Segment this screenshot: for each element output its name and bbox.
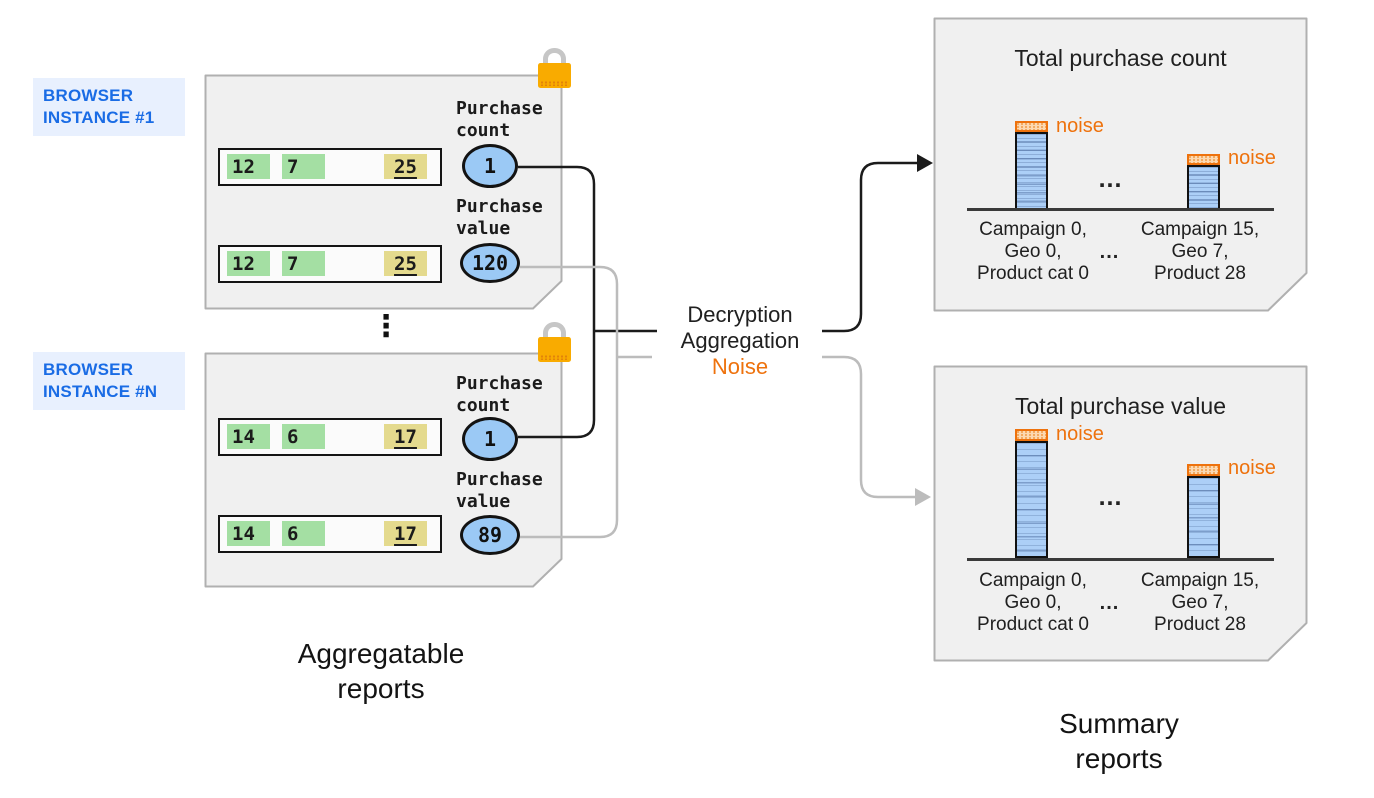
bar-campaign-0: [1015, 132, 1048, 210]
key-chip: 12: [227, 154, 270, 179]
key-chip: 6: [282, 424, 325, 449]
noise-annotation: noise: [1228, 457, 1276, 479]
purchase-count-label: Purchase count: [456, 98, 543, 141]
aggregation-key-row: 12 7 25: [218, 245, 442, 283]
key-chip: 7: [282, 251, 325, 276]
more-bars-ellipsis: ...: [1098, 483, 1123, 511]
aggregatable-report-card-1: Purchase count 1 12 7 25 Purchase value …: [204, 74, 563, 310]
lock-shackle: [543, 48, 566, 67]
key-chip-highlight: 25: [384, 154, 427, 179]
key-chip-highlight: 17: [384, 521, 427, 546]
lock-body: [538, 337, 571, 362]
lock-icon: [538, 322, 571, 362]
x-axis: [967, 208, 1274, 211]
browser-instance-1-label: BROWSER INSTANCE #1: [33, 78, 185, 136]
noise-cap: [1187, 464, 1220, 476]
summary-card-background: [933, 17, 1308, 312]
aggregation-key-row: 12 7 25: [218, 148, 442, 186]
browser-instance-n-label: BROWSER INSTANCE #N: [33, 352, 185, 410]
count-arrowhead-icon: [917, 154, 933, 172]
process-step-decryption: Decryption: [687, 302, 793, 327]
x-axis-label: Campaign 0, Geo 0, Product cat 0: [977, 219, 1089, 284]
summary-card-value: Total purchase value noise noise ... Cam…: [933, 365, 1308, 662]
key-chip-highlight: 17: [384, 424, 427, 449]
more-bars-ellipsis: ...: [1098, 165, 1123, 193]
purchase-value-label: Purchase value: [456, 469, 543, 512]
more-labels-ellipsis: ...: [1099, 241, 1120, 263]
purchase-value-label: Purchase value: [456, 196, 543, 239]
noise-annotation: noise: [1056, 423, 1104, 445]
purchase-value-value: 120: [460, 243, 520, 283]
noise-annotation: noise: [1228, 147, 1276, 169]
x-axis: [967, 558, 1274, 561]
purchase-count-value: 1: [462, 144, 518, 188]
value-arrowhead-icon: [915, 488, 931, 506]
key-chip: 14: [227, 521, 270, 546]
key-chip-highlight: 25: [384, 251, 427, 276]
purchase-value-value: 89: [460, 515, 520, 555]
noise-cap: [1187, 154, 1220, 165]
purchase-count-label: Purchase count: [456, 373, 543, 416]
key-chip: 14: [227, 424, 270, 449]
summary-title: Total purchase value: [1015, 393, 1226, 419]
process-step-noise: Noise: [711, 354, 769, 379]
lock-body: [538, 63, 571, 88]
lock-icon: [538, 48, 571, 88]
key-chip: 6: [282, 521, 325, 546]
summary-title: Total purchase count: [1014, 45, 1227, 71]
key-chip: 7: [282, 154, 325, 179]
more-instances-ellipsis: ⋮: [371, 309, 401, 344]
x-axis-label: Campaign 15, Geo 7, Product 28: [1140, 219, 1260, 284]
bar-campaign-15: [1187, 165, 1220, 210]
aggregatable-reports-caption: Aggregatable reports: [297, 638, 465, 704]
bar-campaign-15: [1187, 476, 1220, 558]
bar-campaign-0: [1015, 441, 1048, 558]
x-axis-label: Campaign 0, Geo 0, Product cat 0: [977, 570, 1089, 635]
aggregation-key-row: 14 6 17: [218, 418, 442, 456]
aggregatable-report-card-n: Purchase count 1 14 6 17 Purchase value …: [204, 352, 563, 588]
more-labels-ellipsis: ...: [1099, 592, 1120, 614]
noise-cap: [1015, 121, 1048, 132]
noise-cap: [1015, 429, 1048, 441]
summary-card-count: Total purchase count noise noise ... Cam…: [933, 17, 1308, 312]
purchase-count-value: 1: [462, 417, 518, 461]
key-chip: 12: [227, 251, 270, 276]
process-steps: Decryption Aggregation Noise: [630, 302, 850, 380]
aggregation-key-row: 14 6 17: [218, 515, 442, 553]
summary-reports-caption: Summary reports: [1059, 708, 1179, 774]
folded-page-shape: [933, 17, 1308, 312]
noise-annotation: noise: [1056, 115, 1104, 137]
x-axis-label: Campaign 15, Geo 7, Product 28: [1140, 570, 1260, 635]
process-step-aggregation: Aggregation: [680, 328, 800, 353]
